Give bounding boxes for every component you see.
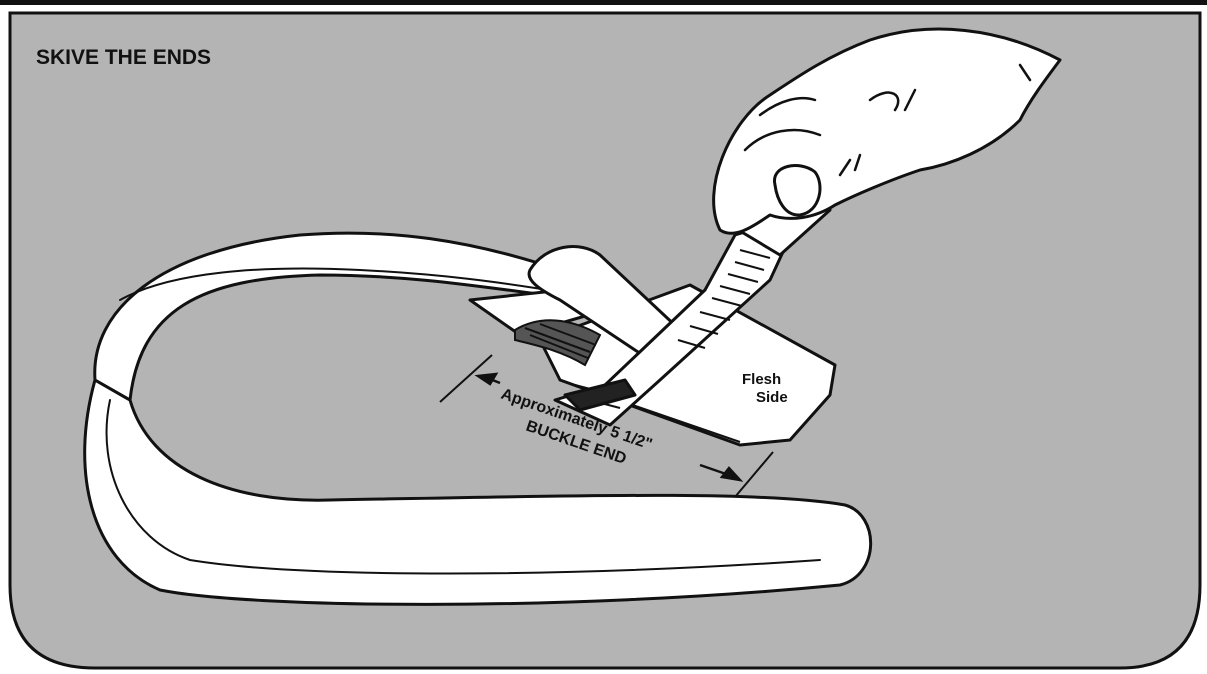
- top-rule: [0, 0, 1207, 5]
- flesh-side-label-line2: Side: [756, 389, 788, 406]
- panel-title: SKIVE THE ENDS: [36, 46, 211, 69]
- flesh-side-label-line1: Flesh: [742, 371, 781, 388]
